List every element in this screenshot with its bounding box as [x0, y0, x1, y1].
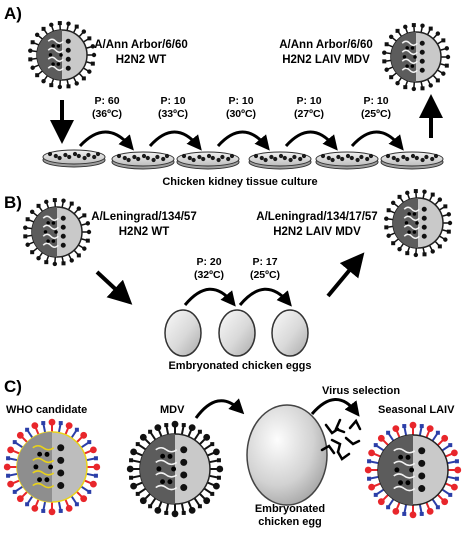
panel-b-mdv-strain: A/Leningrad/134/17/57	[256, 211, 378, 223]
culture-dish-5	[315, 151, 379, 170]
passage-a1-count: P: 60	[94, 95, 120, 107]
single-egg-label-line2: chicken egg	[258, 516, 322, 528]
single-egg-label-line1: Embryonated	[254, 503, 326, 515]
virus-mdv-icon	[126, 420, 224, 518]
panel-c-label: C)	[4, 377, 22, 396]
panel-a-wt-strain: A/Ann Arbor/6/60	[94, 39, 188, 51]
panel-a-mdv-strain: A/Ann Arbor/6/60	[279, 39, 373, 51]
passage-a2-count: P: 10	[160, 95, 186, 107]
culture-dish-6	[380, 151, 444, 170]
panel-b-wt-strain: A/Leningrad/134/57	[91, 211, 197, 223]
passage-a4-temp: (27ºC)	[293, 108, 325, 120]
egg-b-1	[164, 309, 202, 357]
arrow-into-eggs-b	[95, 270, 133, 305]
passage-b2-temp: (25ºC)	[249, 269, 281, 281]
panel-b-wt-type: H2N2 WT	[118, 226, 170, 238]
virus-b-wt-icon	[23, 198, 92, 267]
panel-b-label: B)	[4, 193, 22, 212]
virus-who-candidate-icon	[3, 418, 101, 516]
passage-b2-count: P: 17	[252, 256, 278, 268]
passage-arrows-a	[78, 130, 404, 151]
culture-dishes	[42, 149, 444, 170]
virus-a-wt-icon	[28, 21, 97, 90]
egg-b-3	[271, 309, 309, 357]
passage-a4-count: P: 10	[296, 95, 322, 107]
panel-a-wt-type: H2N2 WT	[115, 54, 167, 66]
virus-seasonal-laiv-icon	[364, 421, 462, 519]
who-candidate-label: WHO candidate	[6, 404, 88, 416]
culture-dish-3	[176, 151, 240, 170]
passage-a1-temp: (36ºC)	[91, 108, 123, 120]
passage-b1-temp: (32ºC)	[193, 269, 225, 281]
culture-dish-4	[248, 151, 312, 170]
passage-a5-count: P: 10	[363, 95, 389, 107]
passage-a3-count: P: 10	[228, 95, 254, 107]
passage-b1-count: P: 20	[196, 256, 222, 268]
mdv-label: MDV	[160, 404, 185, 416]
eggs-label: Embryonated chicken eggs	[168, 360, 312, 372]
virus-a-mdv-icon	[382, 23, 451, 92]
passage-arrows-c	[194, 398, 360, 419]
culture-dish-1	[42, 149, 106, 168]
panel-b-mdv-type: H2N2 LAIV MDV	[273, 226, 361, 238]
virus-selection-particles	[320, 418, 362, 461]
passage-a2-temp: (33ºC)	[157, 108, 189, 120]
culture-label: Chicken kidney tissue culture	[162, 176, 318, 188]
eggs-b	[164, 309, 309, 357]
passage-a3-temp: (30ºC)	[225, 108, 257, 120]
virus-b-mdv-icon	[384, 189, 453, 258]
egg-b-2	[218, 309, 256, 357]
panel-a-label: A)	[4, 4, 22, 23]
culture-dish-2	[111, 151, 175, 170]
virus-selection-label: Virus selection	[322, 385, 401, 397]
passage-arrows-b	[183, 287, 292, 307]
passage-a5-temp: (25ºC)	[360, 108, 392, 120]
arrow-out-eggs-b	[326, 252, 365, 298]
panel-a-mdv-type: H2N2 LAIV MDV	[282, 54, 370, 66]
chicken-egg-c	[246, 404, 328, 506]
seasonal-laiv-label: Seasonal LAIV	[378, 404, 455, 416]
